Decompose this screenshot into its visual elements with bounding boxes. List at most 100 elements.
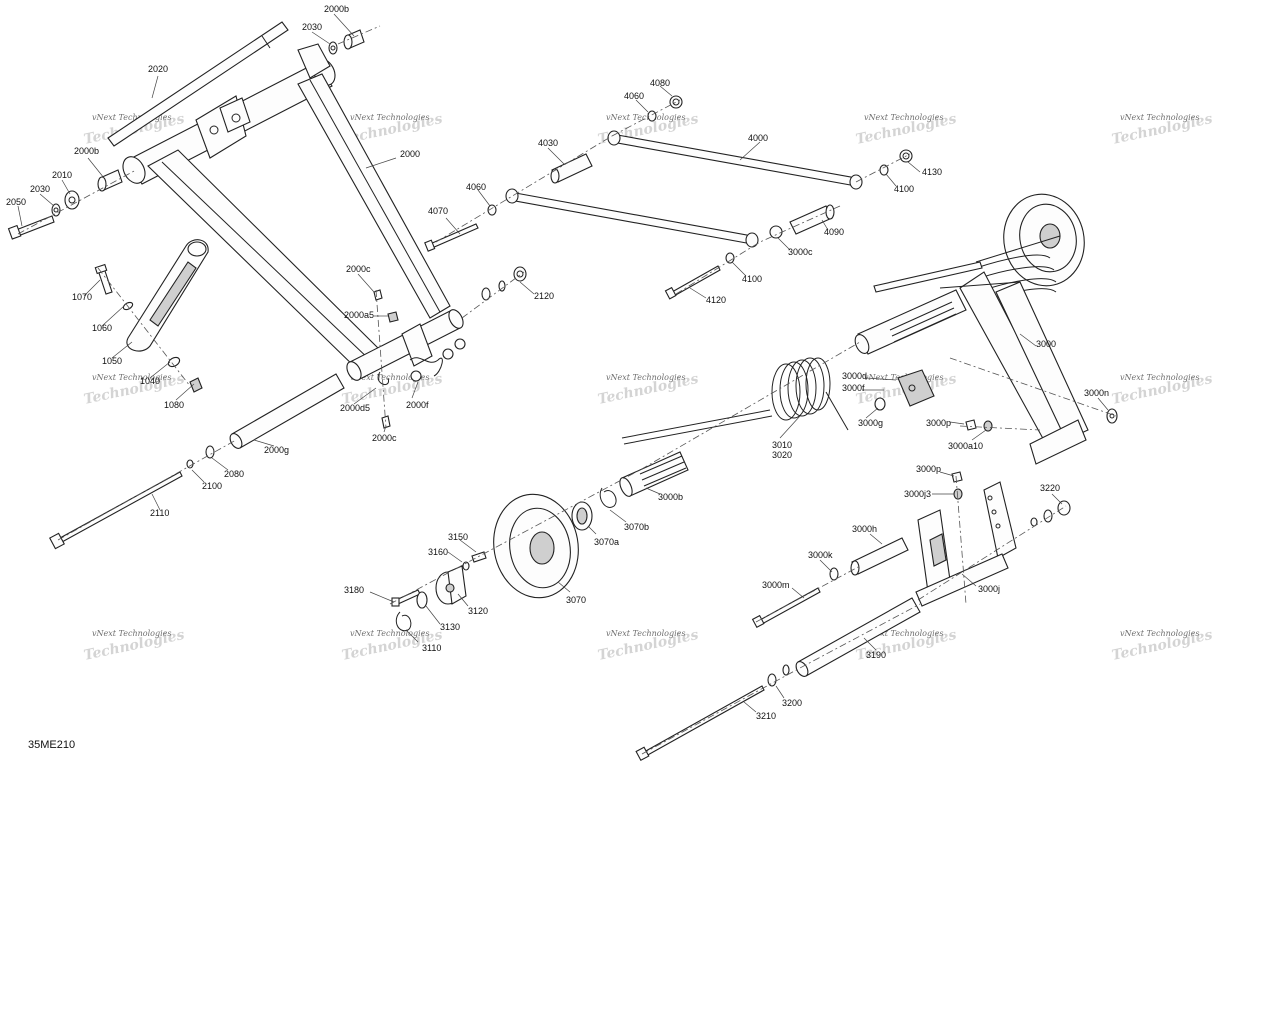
bolt-3150 [471, 551, 487, 563]
callout-1060: 1060 [92, 323, 112, 333]
hardware-2120 [481, 266, 527, 301]
spacer-4030 [550, 153, 593, 184]
washer-3000k [829, 567, 839, 581]
fitting-2000c-bottom [381, 415, 391, 429]
fitting-3000p-top [965, 419, 977, 431]
clip-3110 [395, 611, 412, 632]
callout-2000g: 2000g [264, 445, 289, 455]
callout-2020: 2020 [148, 64, 168, 74]
bearing-3070a [571, 501, 593, 531]
callout-1040: 1040 [140, 376, 160, 386]
callout-1080: 1080 [164, 400, 184, 410]
washer-2100 [186, 459, 194, 469]
svg-text:vNext Technologies: vNext Technologies [606, 373, 685, 382]
svg-text:vNext Technologies: vNext Technologies [606, 113, 685, 122]
fitting-2000c-top [373, 289, 383, 301]
callout-3210: 3210 [756, 711, 776, 721]
callout-2000: 2000 [400, 149, 420, 159]
callout-2080: 2080 [224, 469, 244, 479]
callout-3000m: 3000m [762, 580, 790, 590]
callout-4090: 4090 [824, 227, 844, 237]
callout-3150: 3150 [448, 532, 468, 542]
callout-3130: 3130 [440, 622, 460, 632]
callout-3000d: 3000d [842, 371, 867, 381]
washer-4100-top [879, 164, 889, 176]
callout-1050: 1050 [102, 356, 122, 366]
callout-4130: 4130 [922, 167, 942, 177]
callout-2110: 2110 [150, 508, 169, 518]
callout-3200: 3200 [782, 698, 802, 708]
callout-labels: 2000b 2030 2020 2000b 2010 2030 2050 200… [6, 4, 1109, 721]
fitting-3000p-bottom [951, 471, 963, 483]
torsion-spring-3010 [621, 357, 849, 445]
callout-3000p: 3000p [926, 418, 951, 428]
callout-3000j: 3000j [978, 584, 1000, 594]
spacer-3000h [850, 537, 909, 576]
callout-2050: 2050 [6, 197, 26, 207]
idler-wheel-top [1003, 193, 1085, 287]
callout-4030: 4030 [538, 138, 558, 148]
callout-2000b: 2000b [324, 4, 349, 14]
callout-3000g: 3000g [858, 418, 883, 428]
callout-2000f: 2000f [406, 400, 429, 410]
svg-text:vNext Technologies: vNext Technologies [1120, 629, 1199, 638]
svg-text:vNext Technologies: vNext Technologies [350, 113, 429, 122]
arm-3000 [873, 261, 1089, 465]
spline-tube-3000b [619, 451, 689, 497]
svg-text:vNext Technologies: vNext Technologies [606, 629, 685, 638]
lower-brackets [377, 323, 466, 386]
callout-2100: 2100 [202, 481, 222, 491]
bolt-2050 [7, 215, 55, 240]
washer-3200 [767, 664, 790, 687]
tube-2000g [229, 373, 345, 449]
watermark: Technologies vNext Technologies [1110, 111, 1214, 148]
callout-2000a5: 2000a5 [344, 310, 374, 320]
callout-2120: 2120 [534, 291, 554, 301]
callout-3000a10: 3000a10 [948, 441, 983, 451]
watermark: Technologies vNext Technologies [1110, 371, 1214, 408]
shaft-2020 [107, 21, 289, 147]
hardware-3220 [1030, 500, 1071, 527]
bolt-1070 [94, 263, 113, 295]
svg-text:vNext Technologies: vNext Technologies [864, 629, 943, 638]
watermark: Technologies vNext Technologies [82, 627, 186, 664]
ring-3130 [416, 591, 428, 609]
svg-text:vNext Technologies: vNext Technologies [92, 373, 171, 382]
svg-text:vNext Technologies: vNext Technologies [1120, 373, 1199, 382]
callout-3000n: 3000n [1084, 388, 1109, 398]
callout-4120: 4120 [706, 295, 726, 305]
watermark: Technologies vNext Technologies [596, 627, 700, 664]
bolt-2110 [49, 471, 183, 550]
bracket-3000j [915, 481, 1017, 607]
svg-text:vNext Technologies: vNext Technologies [350, 629, 429, 638]
bumper-block-3000f [897, 369, 935, 407]
diagram-reference-id: 35ME210 [28, 739, 75, 751]
nut-3000c [769, 225, 783, 239]
bushing-3000g [874, 397, 886, 411]
watermark: Technologies vNext Technologies [854, 111, 958, 148]
callout-3110: 3110 [422, 643, 441, 653]
front-arm-assembly [7, 21, 527, 550]
watermark: Technologies vNext Technologies [1110, 627, 1214, 664]
idler-wheel-3070 [493, 493, 579, 599]
bushing-2000b-left [97, 169, 123, 192]
nut-3000a10 [983, 420, 993, 432]
washer-2080 [205, 445, 215, 459]
callout-3070: 3070 [566, 595, 586, 605]
washer-2030-left [51, 203, 61, 217]
callout-4060: 4060 [624, 91, 644, 101]
svg-text:vNext Technologies: vNext Technologies [1120, 113, 1199, 122]
callout-2000c: 2000c [346, 264, 371, 274]
link-4000-upper [607, 130, 863, 190]
upper-links [424, 95, 913, 300]
nut-3000n [1106, 408, 1118, 424]
svg-text:vNext Technologies: vNext Technologies [864, 113, 943, 122]
svg-text:vNext Technologies: vNext Technologies [92, 629, 171, 638]
callout-3000f: 3000f [842, 383, 865, 393]
bushing-2000b-top [343, 29, 365, 50]
callout-3070b: 3070b [624, 522, 649, 532]
callout-4000: 4000 [748, 133, 768, 143]
washer-4060-mid [487, 204, 497, 216]
callout-3000h: 3000h [852, 524, 877, 534]
